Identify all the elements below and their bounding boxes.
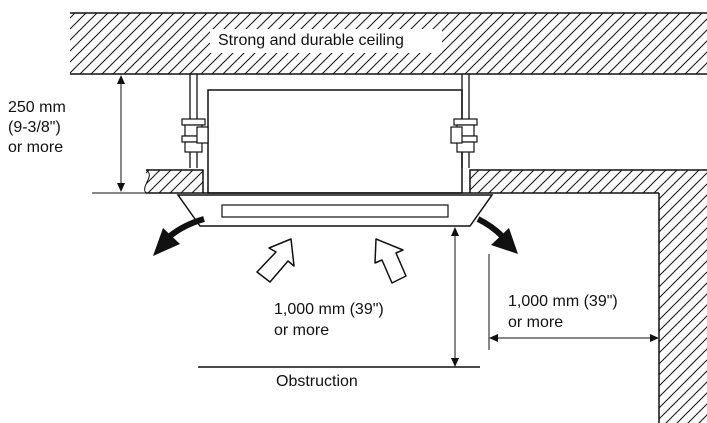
ceiling-label-backdrop (210, 29, 442, 53)
suction-arrow-left (256, 238, 295, 283)
side-clearance-label-line-2: or more (508, 314, 564, 331)
side-clearance-dimension (488, 254, 659, 350)
false-ceiling-right (469, 169, 707, 194)
drop-height-dimension (88, 73, 165, 194)
below-clearance-label-line-1: 1,000 mm (39") (274, 301, 384, 318)
indoor-unit-body (203, 89, 470, 194)
discharge-arrow-left (153, 216, 205, 256)
discharge-arrow-right (476, 216, 518, 254)
hanging-bolt-right (450, 74, 478, 168)
hanging-bolt-left (181, 74, 209, 168)
obstruction-label: Obstruction (276, 373, 358, 390)
below-clearance-label-line-2: or more (274, 322, 330, 339)
suction-arrow-right (374, 238, 407, 284)
drop-height-label-line-1: 250 mm (8, 99, 66, 116)
drop-height-label-line-2: (9-3/8") (8, 119, 61, 136)
false-ceiling-left (144, 169, 204, 194)
drop-height-label-line-3: or more (8, 139, 64, 156)
decoration-panel (176, 194, 494, 227)
below-clearance-dimension (198, 227, 480, 368)
side-clearance-label-line-1: 1,000 mm (39") (508, 293, 618, 310)
ceiling-label: Strong and durable ceiling (218, 32, 404, 49)
right-wall (658, 193, 707, 423)
